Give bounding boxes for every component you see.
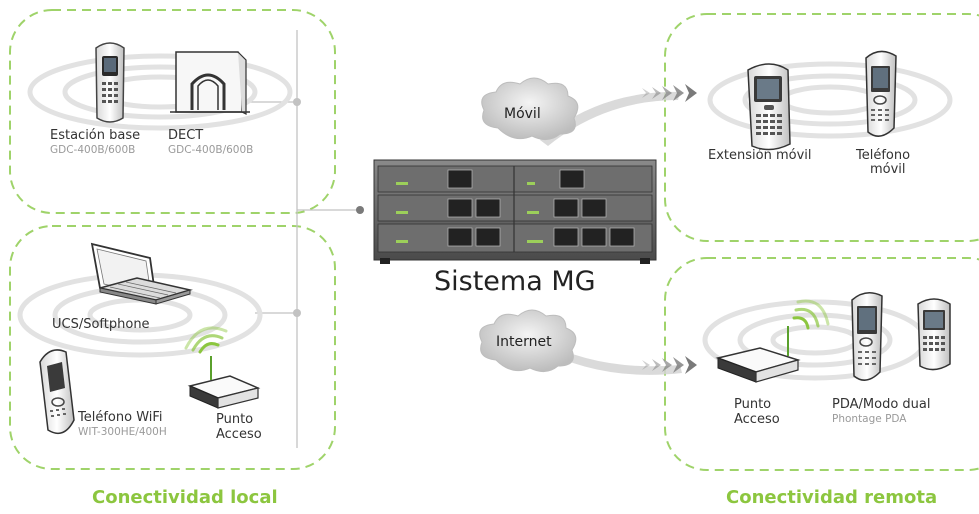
- softphone-label: UCS/Softphone: [52, 317, 150, 332]
- remote-access-point-label-line2: Acceso: [734, 412, 780, 427]
- local-access-point-label-line2: Acceso: [216, 427, 262, 442]
- wifi-phone-icon: [39, 349, 75, 435]
- mobile-phone-label-line2: móvil: [870, 162, 906, 177]
- junction-dot: [356, 206, 364, 214]
- backbone-lines: [246, 30, 360, 448]
- mobile-phone-label-line1: Teléfono: [856, 148, 911, 163]
- ring-backdrop-remote-top: [707, 61, 953, 139]
- access-point-local-icon: [184, 326, 261, 409]
- internet-cloud-label: Internet: [496, 334, 552, 350]
- ring-backdrop-local-top: [27, 53, 293, 131]
- local-top-group-box: [9, 9, 336, 214]
- local-access-point-label-line1: Punto: [216, 412, 254, 427]
- junction-dot: [293, 309, 301, 317]
- mobile-cloud-icon: [481, 77, 579, 140]
- dect-label: DECT: [168, 128, 204, 143]
- mobile-extension-label: Extensión móvil: [708, 148, 812, 163]
- internet-arrow-icon: [642, 356, 697, 374]
- local-bottom-group-box: [9, 225, 336, 470]
- remote-top-group-box: [664, 13, 979, 242]
- pda-dual-model: Phontage PDA: [832, 413, 907, 425]
- system-title: Sistema MG: [434, 266, 596, 297]
- wifi-phone-model: WIT-300HE/400H: [78, 426, 167, 438]
- base-station-label: Estación base: [50, 128, 141, 143]
- pda-phone-icon: [851, 292, 883, 381]
- remote-bottom-group-box: [664, 257, 979, 471]
- remote-access-point-label-line1: Punto: [734, 397, 772, 412]
- internet-cloud-icon: [479, 309, 577, 372]
- dual-mode-smartphone-icon: [917, 298, 951, 371]
- access-point-remote-icon: [715, 299, 830, 383]
- base-station-model: GDC-400B/600B: [50, 144, 136, 156]
- mobile-extension-smartphone-icon: [747, 63, 791, 151]
- laptop-icon: [90, 242, 193, 305]
- wifi-phone-label: Teléfono WiFi: [78, 410, 163, 425]
- remote-connectivity-heading: Conectividad remota: [726, 487, 938, 508]
- local-connectivity-heading: Conectividad local: [92, 487, 278, 508]
- base-station-phone-icon: [95, 42, 125, 123]
- mg-system-rack-icon: [373, 159, 657, 264]
- mobile-cloud-label: Móvil: [504, 106, 541, 122]
- mobile-swoosh: [540, 91, 680, 146]
- dect-model: GDC-400B/600B: [168, 144, 254, 156]
- junction-dot: [293, 98, 301, 106]
- dect-base-icon: [170, 51, 250, 115]
- mobile-phone-icon: [865, 50, 897, 137]
- pda-dual-label: PDA/Modo dual: [832, 397, 931, 412]
- mobile-arrow-icon: [642, 84, 697, 102]
